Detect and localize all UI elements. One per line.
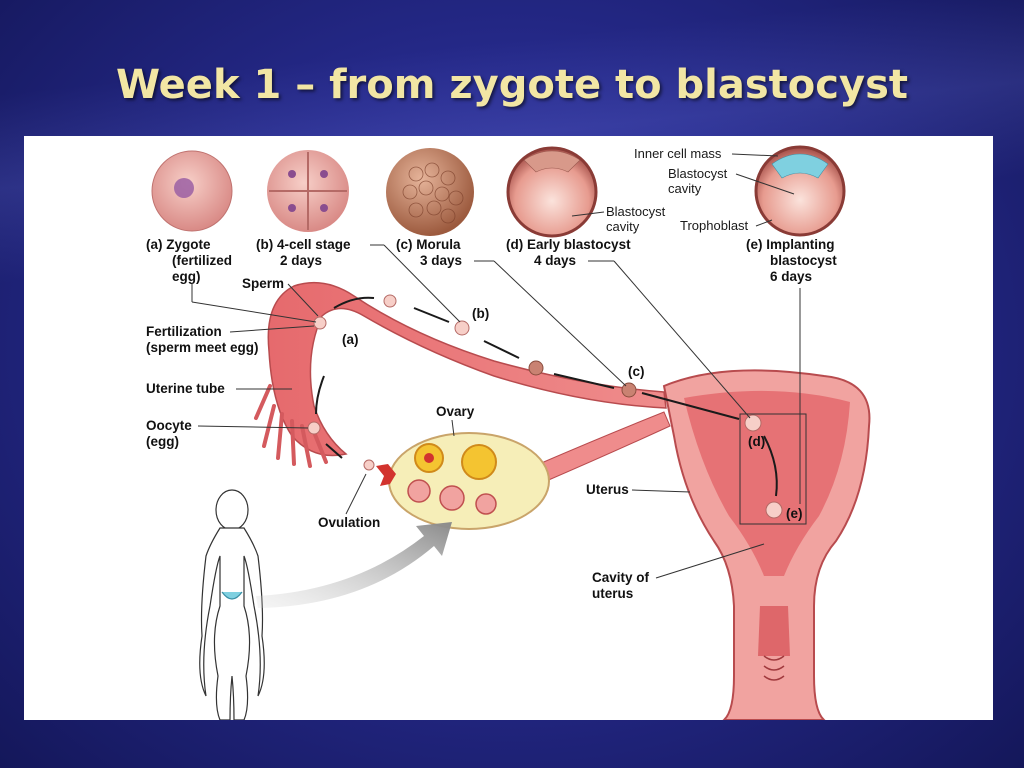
stage-caption-a: (a) Zygote (fertilized egg) (146, 237, 232, 284)
label-blastocyst-cavity-mid-2: cavity (606, 219, 640, 234)
svg-text:(fertilized: (fertilized (172, 253, 232, 268)
svg-text:4 days: 4 days (534, 253, 576, 268)
stage-caption-c: (c) Morula 3 days (396, 237, 462, 268)
label-fertilization-2: (sperm meet egg) (146, 340, 259, 355)
svg-text:(a) Zygote: (a) Zygote (146, 237, 211, 252)
diagram-panel: Inner cell mass Blastocyst cavity Blasto… (24, 136, 993, 720)
female-body-silhouette (199, 489, 265, 720)
label-cavity-uterus-2: uterus (592, 586, 633, 601)
label-fertilization-1: Fertilization (146, 324, 222, 339)
marker-d: (d) (748, 434, 765, 449)
svg-text:egg): egg) (172, 269, 201, 284)
stage-caption-e: (e) Implanting blastocyst 6 days (746, 237, 837, 284)
magnify-arrow (256, 522, 452, 608)
label-uterus: Uterus (586, 482, 629, 497)
marker-c: (c) (628, 364, 645, 379)
svg-text:(c) Morula: (c) Morula (396, 237, 461, 252)
svg-text:2 days: 2 days (280, 253, 322, 268)
slide-title: Week 1 – from zygote to blastocyst (115, 62, 908, 108)
marker-e: (e) (786, 506, 803, 521)
stage-caption-d: (d) Early blastocyst 4 days (506, 237, 631, 268)
label-sperm: Sperm (242, 276, 284, 291)
label-inner-cell-mass: Inner cell mass (634, 146, 722, 161)
embryo-diagram: Inner cell mass Blastocyst cavity Blasto… (146, 145, 871, 720)
four-cell-illustration (267, 150, 349, 232)
marker-a: (a) (342, 332, 359, 347)
svg-text:(d) Early blastocyst: (d) Early blastocyst (506, 237, 631, 252)
label-oocyte-2: (egg) (146, 434, 179, 449)
implanting-blastocyst-illustration (754, 145, 846, 237)
label-oocyte-1: Oocyte (146, 418, 192, 433)
zygote-illustration (151, 150, 233, 232)
stage-caption-b: (b) 4-cell stage 2 days (256, 237, 351, 268)
uterine-tube-illustration (254, 281, 667, 468)
label-blastocyst-cavity-top-2: cavity (668, 181, 702, 196)
label-uterine-tube: Uterine tube (146, 381, 225, 396)
morula-illustration (386, 148, 474, 236)
svg-text:blastocyst: blastocyst (770, 253, 837, 268)
svg-text:(e) Implanting: (e) Implanting (746, 237, 835, 252)
svg-text:(b) 4-cell stage: (b) 4-cell stage (256, 237, 351, 252)
ovary-illustration (376, 411, 671, 530)
early-blastocyst-illustration (506, 146, 598, 238)
label-ovary: Ovary (436, 404, 475, 419)
label-cavity-uterus-1: Cavity of (592, 570, 650, 585)
label-trophoblast: Trophoblast (680, 218, 749, 233)
embryo-path (307, 294, 783, 519)
svg-text:3 days: 3 days (420, 253, 462, 268)
implantation-box (739, 413, 807, 525)
uterus-illustration (662, 369, 871, 720)
svg-text:6 days: 6 days (770, 269, 812, 284)
label-blastocyst-cavity-mid-1: Blastocyst (606, 204, 666, 219)
label-blastocyst-cavity-top-1: Blastocyst (668, 166, 728, 181)
marker-b: (b) (472, 306, 489, 321)
label-ovulation: Ovulation (318, 515, 380, 530)
